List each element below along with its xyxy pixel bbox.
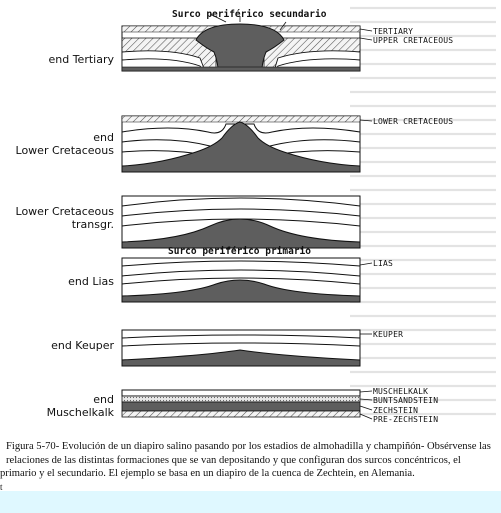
layer-label-pre-zechstein: PRE-ZECHSTEIN [373, 415, 439, 424]
layer-label-lower-cretaceous: LOWER CRETACEOUS [373, 117, 454, 126]
panel-lower-cretaceous-transgr [121, 195, 361, 249]
stage-label-line: end Lias [68, 275, 114, 288]
stage-label-line: end Tertiary [48, 53, 114, 66]
caption-line: Figura 5-70- Evolución de un diapiro sal… [6, 441, 491, 452]
layer-label-lias: LIAS [373, 259, 394, 268]
stage-label-end-lias: end Lias [10, 275, 114, 288]
stage-label-lower-cretaceous-transgr: Lower Cretaceous transgr. [10, 205, 114, 231]
layer-label-zechstein: ZECHSTEIN [373, 406, 419, 415]
stage-label-line: end [93, 131, 114, 144]
stage-label-end-muschelkalk: end Muschelkalk [10, 393, 114, 419]
page-fragment-text: t [0, 482, 3, 492]
panel-end-lias [121, 257, 373, 303]
layer-label-buntsandstein: BUNTSANDSTEIN [373, 396, 439, 405]
stage-label-end-tertiary: end Tertiary [10, 53, 114, 66]
diapir-evolution-figure [121, 13, 373, 420]
layer-label-muschelkalk: MUSCHELKALK [373, 387, 429, 396]
stage-label-end-keuper: end Keuper [10, 339, 114, 352]
stage-label-line: transgr. [71, 218, 114, 231]
stage-label-end-lower-cretaceous: end Lower Cretaceous [10, 131, 114, 157]
background-text-texture [350, 6, 496, 416]
stage-label-line: end Keuper [51, 339, 114, 352]
caption-line: primario y el secundario. El ejemplo se … [0, 468, 415, 479]
callout-primary-sulcus: Surco periférico primario [168, 246, 311, 257]
panel-end-lower-cretaceous [121, 115, 373, 173]
bottom-highlight-band [0, 491, 501, 513]
panel-end-muschelkalk [121, 389, 373, 420]
layer-label-keuper: KEUPER [373, 330, 404, 339]
stage-label-line: Lower Cretaceous [15, 205, 114, 218]
caption-line: relaciones de las distintas formaciones … [6, 454, 461, 466]
panel-end-tertiary [121, 13, 373, 72]
stage-label-line: end [93, 393, 114, 406]
stage-label-line: Lower Cretaceous [15, 144, 114, 157]
layer-label-tertiary: TERTIARY [373, 27, 414, 36]
callout-secondary-sulcus: Surco periférico secundario [172, 9, 327, 20]
figure-caption: Figura 5-70- Evolución de un diapiro sal… [0, 440, 497, 481]
stage-label-line: Muschelkalk [46, 406, 114, 419]
panel-end-keuper [121, 329, 372, 367]
layer-label-upper-cretaceous: UPPER CRETACEOUS [373, 36, 454, 45]
